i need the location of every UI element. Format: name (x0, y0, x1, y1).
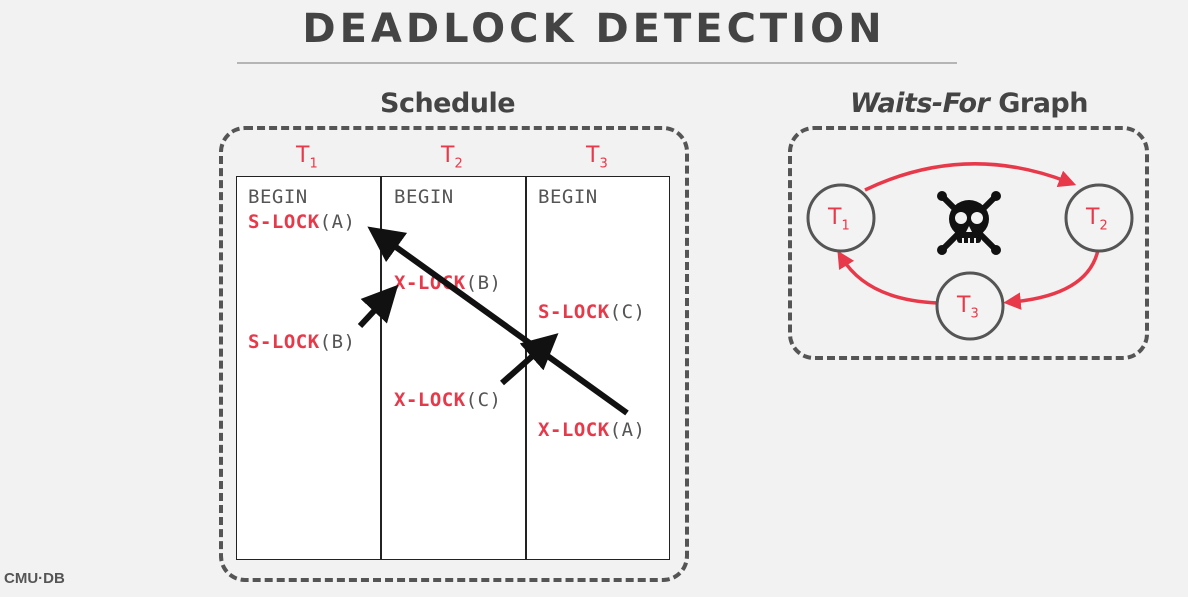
t2-op-x-lock-c: X-LOCK(C) (394, 389, 501, 411)
op-keyword: S-LOCK (538, 301, 610, 323)
cmu-db-logo: CMU·DB (4, 570, 65, 587)
edge-t2-to-t3 (1003, 249, 1100, 310)
t1-op-s-lock-a: S-LOCK(A) (248, 211, 355, 233)
schedule-title: Schedule (380, 88, 516, 119)
t2-begin: BEGIN (394, 186, 454, 208)
column-header-t3: T3 (586, 143, 608, 171)
op-keyword: X-LOCK (394, 272, 466, 294)
op-keyword: S-LOCK (248, 211, 320, 233)
node-t2-label: T2 (1086, 205, 1108, 233)
column-header-t2: T2 (441, 143, 463, 171)
waits-for-graph-title: Waits-For Graph (850, 88, 1088, 119)
waits-for-graph-frame (788, 126, 1149, 360)
wait-arrow-t1-to-t2 (357, 284, 399, 329)
op-argument: (B) (319, 331, 356, 353)
schedule-table (236, 176, 670, 560)
op-argument: (C) (465, 389, 502, 411)
t1-op-s-lock-b: S-LOCK(B) (248, 331, 355, 353)
node-t1 (806, 183, 876, 253)
t3-op-x-lock-a: X-LOCK(A) (538, 419, 645, 441)
op-keyword: X-LOCK (394, 389, 466, 411)
title-divider (237, 62, 957, 64)
op-argument: (A) (319, 211, 356, 233)
column-header-t3-name: T (586, 143, 600, 168)
t3-begin: BEGIN (538, 186, 598, 208)
waits-for-title-emph: Waits-For (850, 88, 990, 119)
column-header-t3-sub: 3 (599, 156, 608, 172)
t2-op-x-lock-b: X-LOCK(B) (394, 272, 501, 294)
t1-begin: BEGIN (248, 186, 308, 208)
node-t2-name: T (1086, 205, 1100, 230)
edge-t3-to-t1 (837, 250, 939, 305)
t3-op-s-lock-c: S-LOCK(C) (538, 301, 645, 323)
column-header-t1-name: T (296, 143, 310, 168)
column-header-t2-name: T (441, 143, 455, 168)
skull-crossbones-icon (937, 191, 1001, 255)
op-keyword: S-LOCK (248, 331, 320, 353)
node-t1-name: T (828, 205, 842, 230)
schedule-frame (219, 126, 689, 582)
node-t3-sub: 3 (970, 306, 979, 322)
edge-t1-to-t2 (864, 162, 1077, 192)
node-t1-label: T1 (828, 205, 850, 233)
wait-arrow-t2-to-t3 (500, 333, 559, 386)
node-t3-label: T3 (957, 293, 979, 321)
column-header-t1-sub: 1 (309, 156, 318, 172)
node-t3 (935, 271, 1005, 341)
column-header-t2-sub: 2 (454, 156, 463, 172)
op-argument: (A) (609, 419, 646, 441)
node-t2 (1064, 183, 1134, 253)
node-t3-name: T (957, 293, 971, 318)
wait-arrow-t3-to-t1 (367, 226, 629, 416)
column-header-t1: T1 (296, 143, 318, 171)
op-argument: (C) (609, 301, 646, 323)
slide-title: DEADLOCK DETECTION (302, 6, 886, 52)
waits-for-title-rest: Graph (989, 88, 1088, 119)
op-argument: (B) (465, 272, 502, 294)
column-divider (380, 177, 382, 559)
op-keyword: X-LOCK (538, 419, 610, 441)
node-t2-sub: 2 (1099, 218, 1108, 234)
node-t1-sub: 1 (841, 218, 850, 234)
